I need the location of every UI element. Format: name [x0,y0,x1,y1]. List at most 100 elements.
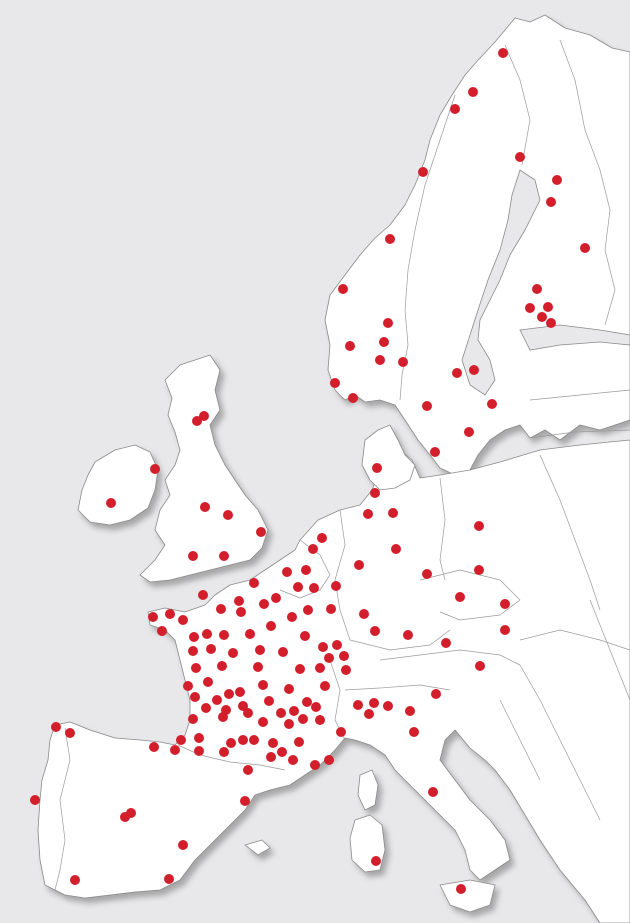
location-dot-icon [345,341,355,351]
sea-baltic [461,169,541,396]
location-dot-icon [455,592,465,602]
location-dot-icon [468,87,478,97]
border-sweden-finland [504,44,531,166]
location-dot-icon [278,647,288,657]
location-dot-icon [150,464,160,474]
location-dot-icon [106,498,116,508]
location-dot-icon [183,681,193,691]
land-sicily [439,879,496,913]
location-dot-icon [255,645,265,655]
location-dot-icon [276,708,286,718]
location-dot-icon [243,765,253,775]
location-dot-icon [546,318,556,328]
location-dot-icon [194,746,204,756]
location-dot-icon [256,527,266,537]
location-dot-icon [300,631,310,641]
location-dot-icon [498,48,508,58]
location-dot-icon [268,738,278,748]
location-dot-icon [371,856,381,866]
location-dot-icon [287,612,297,622]
location-dot-icon [363,509,373,519]
border-baltic-states [529,389,630,439]
location-dot-icon [369,698,379,708]
border-austria [379,649,521,666]
location-dot-icon [441,638,451,648]
location-dot-icon [310,760,320,770]
location-dot-icon [308,544,318,554]
location-dot-icon [216,604,226,614]
location-dot-icon [202,629,212,639]
location-dot-icon [258,717,268,727]
location-dot-icon [198,590,208,600]
location-dot-icon [324,653,334,663]
border-france-spain [177,744,286,771]
location-dot-icon [192,416,202,426]
location-dot-icon [188,551,198,561]
location-dot-icon [249,735,259,745]
location-dot-icon [474,521,484,531]
location-dot-icon [375,355,385,365]
location-dot-icon [474,565,484,575]
location-dot-icon [422,569,432,579]
location-dot-icon [191,663,201,673]
location-dot-icon [238,735,248,745]
location-dot-icon [320,681,330,691]
location-dot-icon [238,701,248,711]
location-dot-icon [70,875,80,885]
location-dot-icon [326,604,336,614]
location-dot-icon [176,735,186,745]
land-ireland [77,444,159,526]
location-markers [30,48,590,894]
location-dot-icon [228,648,238,658]
location-dot-icon [293,582,303,592]
border-germany-west [334,509,351,641]
location-dot-icon [178,840,188,850]
location-dot-icon [219,747,229,757]
location-dot-icon [266,752,276,762]
location-dot-icon [330,378,340,388]
location-dot-icon [266,621,276,631]
location-dot-icon [157,626,167,636]
location-dot-icon [391,544,401,554]
land-denmark [361,424,416,491]
location-dot-icon [431,689,441,699]
location-dot-icon [301,565,311,575]
location-dot-icon [359,609,369,619]
location-dot-icon [580,243,590,253]
location-dot-icon [30,795,40,805]
location-dot-icon [370,626,380,636]
location-dot-icon [234,596,244,606]
location-dot-icon [450,104,460,114]
location-dot-icon [303,605,313,615]
location-dot-icon [236,607,246,617]
border-czech [419,569,521,621]
location-dot-icon [298,714,308,724]
location-dot-icon [398,357,408,367]
location-dot-icon [456,884,466,894]
location-dot-icon [339,651,349,661]
location-dot-icon [277,747,287,757]
location-dot-icon [332,640,342,650]
location-dot-icon [218,712,228,722]
location-dot-icon [430,447,440,457]
border-italy-north [344,684,451,691]
location-dot-icon [405,706,415,716]
location-dot-icon [475,661,485,671]
location-dot-icon [341,665,351,675]
location-dot-icon [487,399,497,409]
location-dot-icon [537,312,547,322]
location-dot-icon [190,692,200,702]
location-dot-icon [500,599,510,609]
location-dot-icon [331,581,341,591]
location-dot-icon [309,583,319,593]
location-dot-icon [165,609,175,619]
location-dot-icon [336,727,346,737]
location-dot-icon [348,393,358,403]
location-dot-icon [284,719,294,729]
location-dot-icon [149,742,159,752]
location-dot-icon [315,663,325,673]
location-dot-icon [500,625,510,635]
location-dot-icon [525,303,535,313]
